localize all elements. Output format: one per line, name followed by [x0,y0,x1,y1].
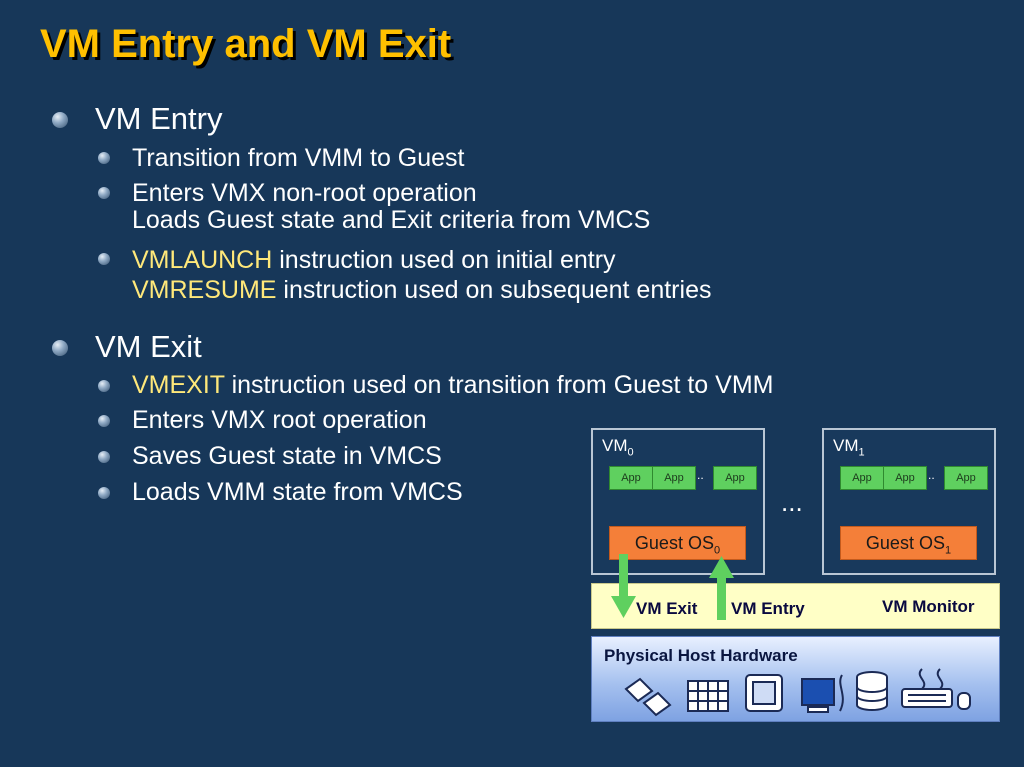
vm0-app-3: App [713,466,757,490]
exit-item-1: VMEXIT instruction used on transition fr… [132,372,773,399]
physical-hardware-label: Physical Host Hardware [604,646,798,665]
memory-chip-icon [624,677,672,717]
vm0-guest-os-text: Guest OS [634,533,714,553]
vm0-app-2: App [652,466,696,490]
vm1-label-sub: 1 [858,446,865,459]
vm0-label-sub: 0 [627,446,634,459]
vm-entry-arrow-icon [709,556,734,620]
vm0-label: VM0 [602,436,634,458]
bullet-icon [98,253,110,265]
vm-ellipsis: ... [781,487,803,517]
vm-exit-label: VM Exit [636,599,698,618]
entry-item-3-text-2: instruction used on subsequent entries [276,276,712,304]
keyword-vmresume: VMRESUME [132,276,277,304]
vm-monitor-bar: VM Exit VM Entry VM Monitor [591,583,1000,629]
vm1-app-1: App [840,466,884,490]
entry-item-3-text-1: instruction used on initial entry [272,246,616,274]
monitor-icon [801,674,844,713]
vm0-app-dots: .. [697,468,704,482]
entry-item-2: Enters VMX non-root operation Loads Gues… [132,180,650,234]
bullet-icon [98,415,110,427]
section-heading-vm-exit: VM Exit [95,329,202,364]
vm-exit-arrow-icon [611,554,636,618]
exit-item-3: Saves Guest state in VMCS [132,442,442,470]
grid-chip-icon [687,680,729,712]
disk-stack-icon [856,671,888,711]
section-heading-vm-entry: VM Entry [95,101,223,136]
keyboard-icon [901,668,971,710]
vm-monitor-label: VM Monitor [882,597,975,616]
vm1-app-2: App [883,466,927,490]
entry-item-2-line-1: Enters VMX non-root operation [132,179,477,207]
exit-item-2: Enters VMX root operation [132,406,427,434]
vm0-label-text: VM [602,436,628,455]
bullet-icon [98,380,110,392]
bullet-icon [52,112,68,128]
entry-item-3-line-1: VMLAUNCH instruction used on initial ent… [132,245,711,275]
bullet-icon [98,451,110,463]
hardware-icons [624,668,971,717]
vm0-app-1: App [609,466,653,490]
cpu-icon [745,674,783,712]
physical-hardware-box: Physical Host Hardware [591,636,1000,722]
entry-item-2-line-2: Loads Guest state and Exit criteria from… [132,206,651,234]
vm1-app-3: App [944,466,988,490]
vm0-guest-os-sub: 0 [713,544,721,557]
entry-item-3: VMLAUNCH instruction used on initial ent… [132,245,711,305]
entry-item-1: Transition from VMM to Guest [132,144,465,172]
exit-item-4: Loads VMM state from VMCS [132,478,463,506]
vm0-guest-os: Guest OS0 [609,526,746,560]
entry-item-3-line-2: VMRESUME instruction used on subsequent … [132,275,711,305]
bullet-icon [98,187,110,199]
transition-arrows [611,554,734,620]
keyword-vmexit: VMEXIT [132,371,225,399]
vm1-guest-os-sub: 1 [944,544,952,557]
keyword-vmlaunch: VMLAUNCH [132,246,273,274]
vm1-guest-os-text: Guest OS [865,533,945,553]
exit-item-1-text: instruction used on transition from Gues… [224,371,774,399]
vm-entry-label: VM Entry [731,599,805,618]
vm1-label-text: VM [833,436,859,455]
bullet-icon [52,340,68,356]
slide-title: VM Entry and VM Exit [40,22,452,66]
vm1-guest-os: Guest OS1 [840,526,977,560]
vm1-box: VM1 App App .. App Guest OS1 [822,428,996,575]
vm1-label: VM1 [833,436,865,458]
bullet-icon [98,487,110,499]
vm1-app-dots: .. [928,468,935,482]
vm0-box: VM0 App App .. App Guest OS0 [591,428,765,575]
bullet-icon [98,152,110,164]
